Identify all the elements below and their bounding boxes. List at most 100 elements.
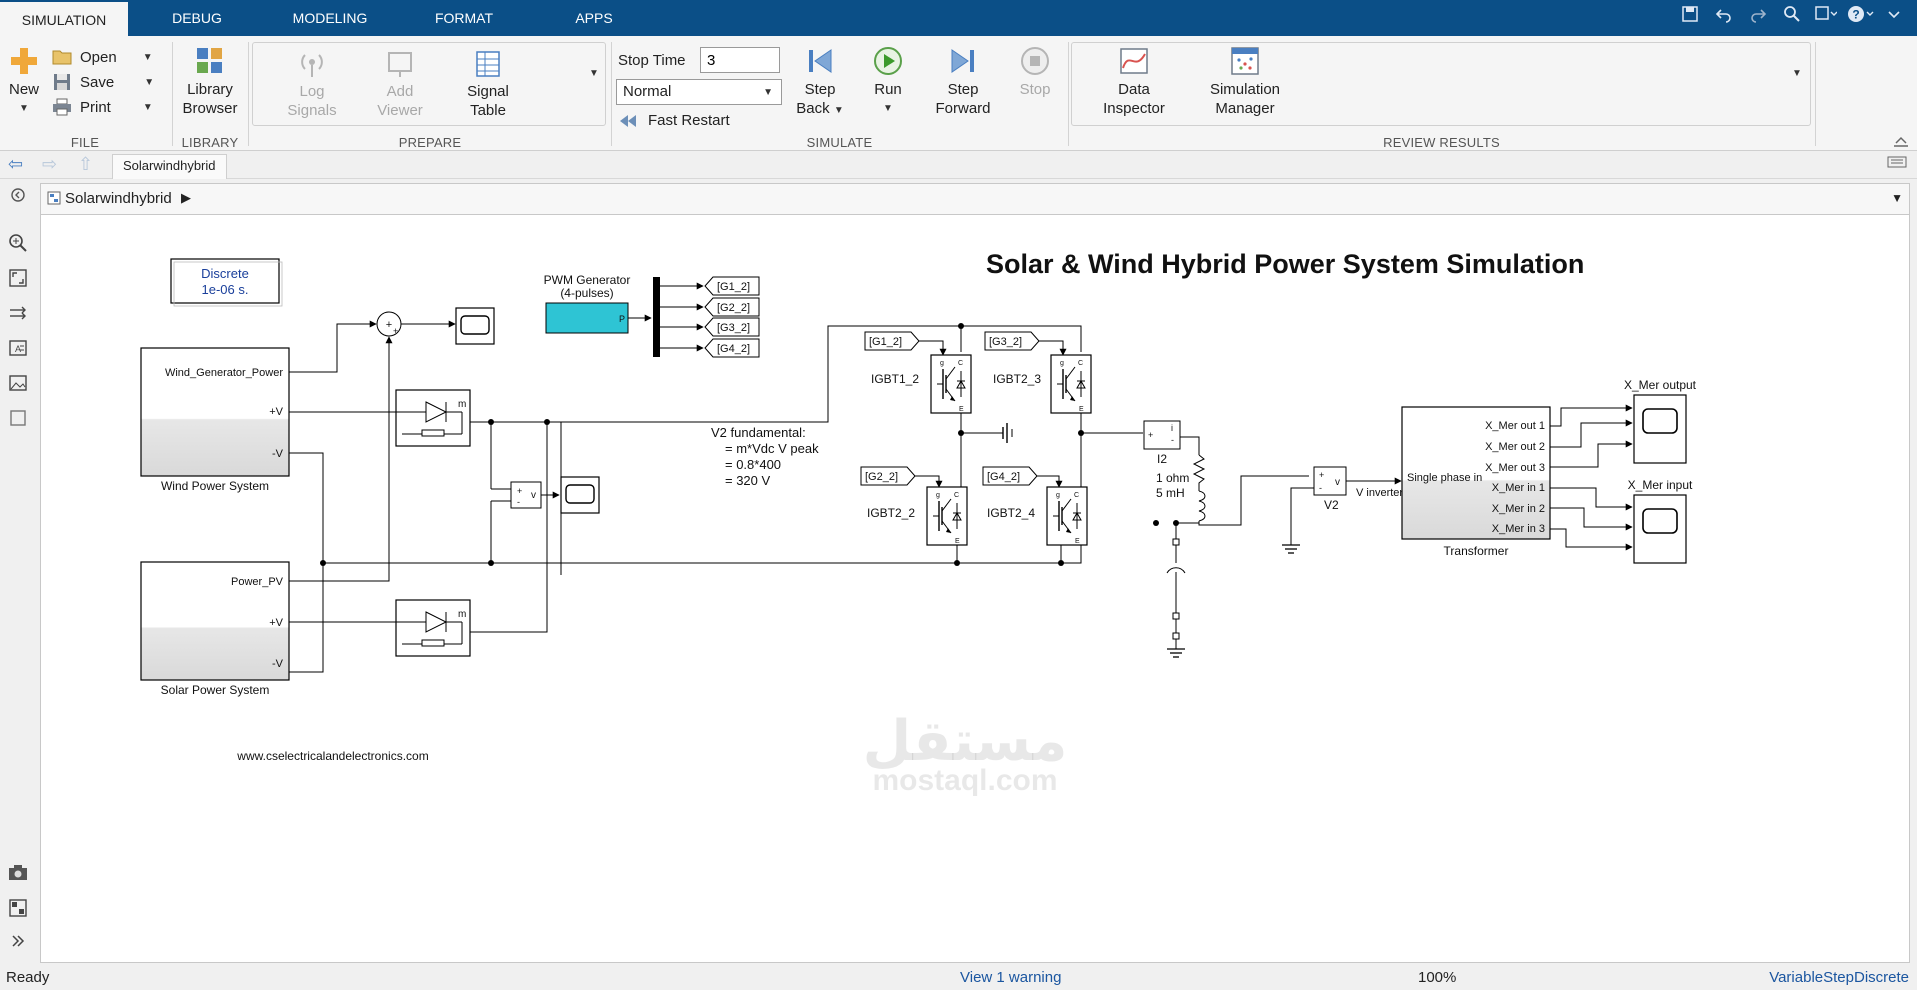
print-button[interactable]: Print ▼ [52, 98, 153, 116]
open-button[interactable]: Open ▼ [52, 48, 153, 66]
hide-browser-icon[interactable] [8, 187, 28, 207]
step-forward-button[interactable]: Step Forward [930, 46, 996, 118]
data-inspector-button[interactable]: Data Inspector [1093, 46, 1175, 118]
demux-block[interactable] [653, 277, 660, 357]
tab-modeling[interactable]: MODELING [292, 10, 368, 26]
from-tag-g3[interactable] [984, 331, 1040, 351]
xmer-output-scope[interactable] [1633, 394, 1687, 464]
tab-debug[interactable]: DEBUG [172, 10, 222, 26]
stop-time-input[interactable] [700, 47, 780, 73]
model-browser-icon[interactable] [8, 898, 28, 918]
zoom-in-icon[interactable] [8, 233, 28, 253]
redo-icon[interactable] [1745, 5, 1771, 31]
transformer-block[interactable]: X_Mer out 1 X_Mer out 2 X_Mer out 3 Sing… [1401, 406, 1551, 558]
tab-apps[interactable]: APPS [575, 10, 613, 26]
data-inspector-label: Data Inspector [1103, 81, 1165, 117]
svg-text:+: + [393, 326, 398, 336]
model-canvas[interactable]: g C E Solar & W [40, 215, 1910, 963]
image-icon[interactable] [8, 373, 28, 393]
expand-gallery-icon[interactable]: ▼ [1792, 68, 1802, 79]
note-line: V2 fundamental: [711, 425, 806, 440]
svg-text:v: v [531, 490, 536, 501]
model-document-tab[interactable]: Solarwindhybrid [112, 154, 227, 179]
svg-text:i: i [1171, 423, 1173, 433]
from-tag-g4[interactable] [982, 466, 1038, 486]
chevron-down-icon[interactable]: ▼ [1891, 191, 1903, 205]
goto-tag-g4[interactable] [704, 338, 760, 358]
simulation-manager-button[interactable]: Simulation Manager [1193, 46, 1297, 118]
i2-label: I2 [1157, 452, 1167, 466]
voltage-measurement-v2[interactable] [1313, 466, 1347, 496]
current-measurement-i2[interactable] [1143, 420, 1181, 450]
tab-simulation[interactable]: SIMULATION [0, 0, 128, 36]
chevron-down-icon: ▼ [142, 51, 153, 63]
stop-button[interactable]: Stop [1010, 46, 1060, 99]
save-button[interactable]: Save ▼ [52, 73, 154, 91]
fit-to-view-icon[interactable] [8, 268, 28, 288]
voltage-measurement-dc[interactable] [510, 481, 542, 509]
port-label: +V [269, 406, 283, 418]
goto-tag-g3[interactable] [704, 317, 760, 337]
rl-label: 1 ohm [1156, 471, 1189, 485]
back-arrow-icon[interactable]: ⇦ [8, 154, 24, 174]
chevron-down-icon: ▼ [142, 101, 153, 113]
chevron-down-icon: ▼ [763, 87, 773, 98]
from-tag-g2[interactable] [860, 466, 916, 486]
port-label: X_Mer out 1 [1485, 420, 1545, 432]
fast-restart-toggle[interactable]: Fast Restart [618, 112, 730, 129]
save-icon[interactable] [1677, 5, 1703, 31]
breadcrumb: Solarwindhybrid ▶ ▼ [40, 183, 1910, 215]
port-label: -V [272, 448, 284, 460]
view-warnings-link[interactable]: View 1 warning [960, 969, 1062, 986]
igbt1-2[interactable] [930, 354, 972, 414]
rl-branch[interactable] [1192, 454, 1206, 522]
log-signals-button[interactable]: Log Signals [280, 50, 344, 120]
goto-tag-g1[interactable] [704, 276, 760, 296]
power-scope[interactable] [455, 307, 495, 345]
compare-icon[interactable] [1813, 5, 1839, 31]
undo-icon[interactable] [1711, 5, 1737, 31]
help-icon[interactable]: ? [1847, 5, 1874, 31]
goto-tag-g2[interactable] [704, 297, 760, 317]
solar-block-name: Solar Power System [161, 683, 270, 697]
xmer-input-scope[interactable] [1633, 494, 1687, 564]
igbt2-2[interactable] [926, 486, 968, 546]
collapse-ribbon-icon[interactable] [1893, 134, 1909, 148]
solver-link[interactable]: VariableStepDiscrete [1769, 969, 1909, 986]
website-annotation: www.cselectricalandelectronics.com [236, 749, 428, 763]
ribbon: New ▼ Open ▼ Save ▼ Print ▼ FILE Library… [0, 36, 1917, 151]
zoom-level: 100% [1418, 969, 1457, 986]
signal-table-button[interactable]: Signal Table [456, 50, 520, 120]
dc-voltage-scope[interactable] [560, 476, 600, 514]
step-back-button[interactable]: Step Back ▼ [792, 46, 848, 120]
solar-power-system-block[interactable]: Power_PV +V -V Solar Power System [140, 561, 290, 697]
area-icon[interactable] [8, 408, 28, 428]
new-button[interactable]: New ▼ [4, 46, 44, 118]
chevron-right-icon[interactable]: ▶ [181, 190, 191, 205]
pwm-generator-block[interactable]: PWM Generator (4-pulses) P [544, 273, 631, 334]
forward-arrow-icon[interactable]: ⇨ [42, 154, 58, 174]
annotation-icon[interactable]: A [8, 338, 28, 358]
add-viewer-button[interactable]: Add Viewer [368, 50, 432, 120]
up-arrow-icon[interactable]: ⇧ [78, 154, 94, 174]
note-line: = m*Vdc V peak [725, 441, 819, 456]
search-icon[interactable] [1779, 5, 1805, 31]
igbt2-4[interactable] [1046, 486, 1088, 546]
run-button[interactable]: Run ▼ [860, 46, 916, 118]
stop-label: Stop [1019, 81, 1051, 98]
svg-text:A: A [15, 344, 21, 354]
simulation-mode-select[interactable]: Normal ▼ [616, 79, 782, 105]
breadcrumb-model[interactable]: Solarwindhybrid [65, 190, 172, 207]
tab-format[interactable]: FORMAT [434, 10, 494, 26]
igbt2-3[interactable] [1050, 354, 1092, 414]
arrows-icon[interactable] [8, 303, 28, 323]
expand-gallery-icon[interactable]: ▼ [589, 68, 599, 79]
wind-power-system-block[interactable]: Wind_Generator_Power +V -V Wind Power Sy… [140, 347, 290, 493]
library-browser-button[interactable]: Library Browser [177, 46, 243, 118]
keyboard-icon[interactable] [1887, 155, 1907, 172]
from-tag-g1[interactable] [864, 331, 920, 351]
camera-icon[interactable] [8, 863, 28, 883]
expand-toolstrip-icon[interactable] [8, 933, 28, 953]
powergui-block[interactable]: Discrete 1e-06 s. [170, 258, 283, 307]
collapse-icon[interactable] [1881, 5, 1907, 31]
